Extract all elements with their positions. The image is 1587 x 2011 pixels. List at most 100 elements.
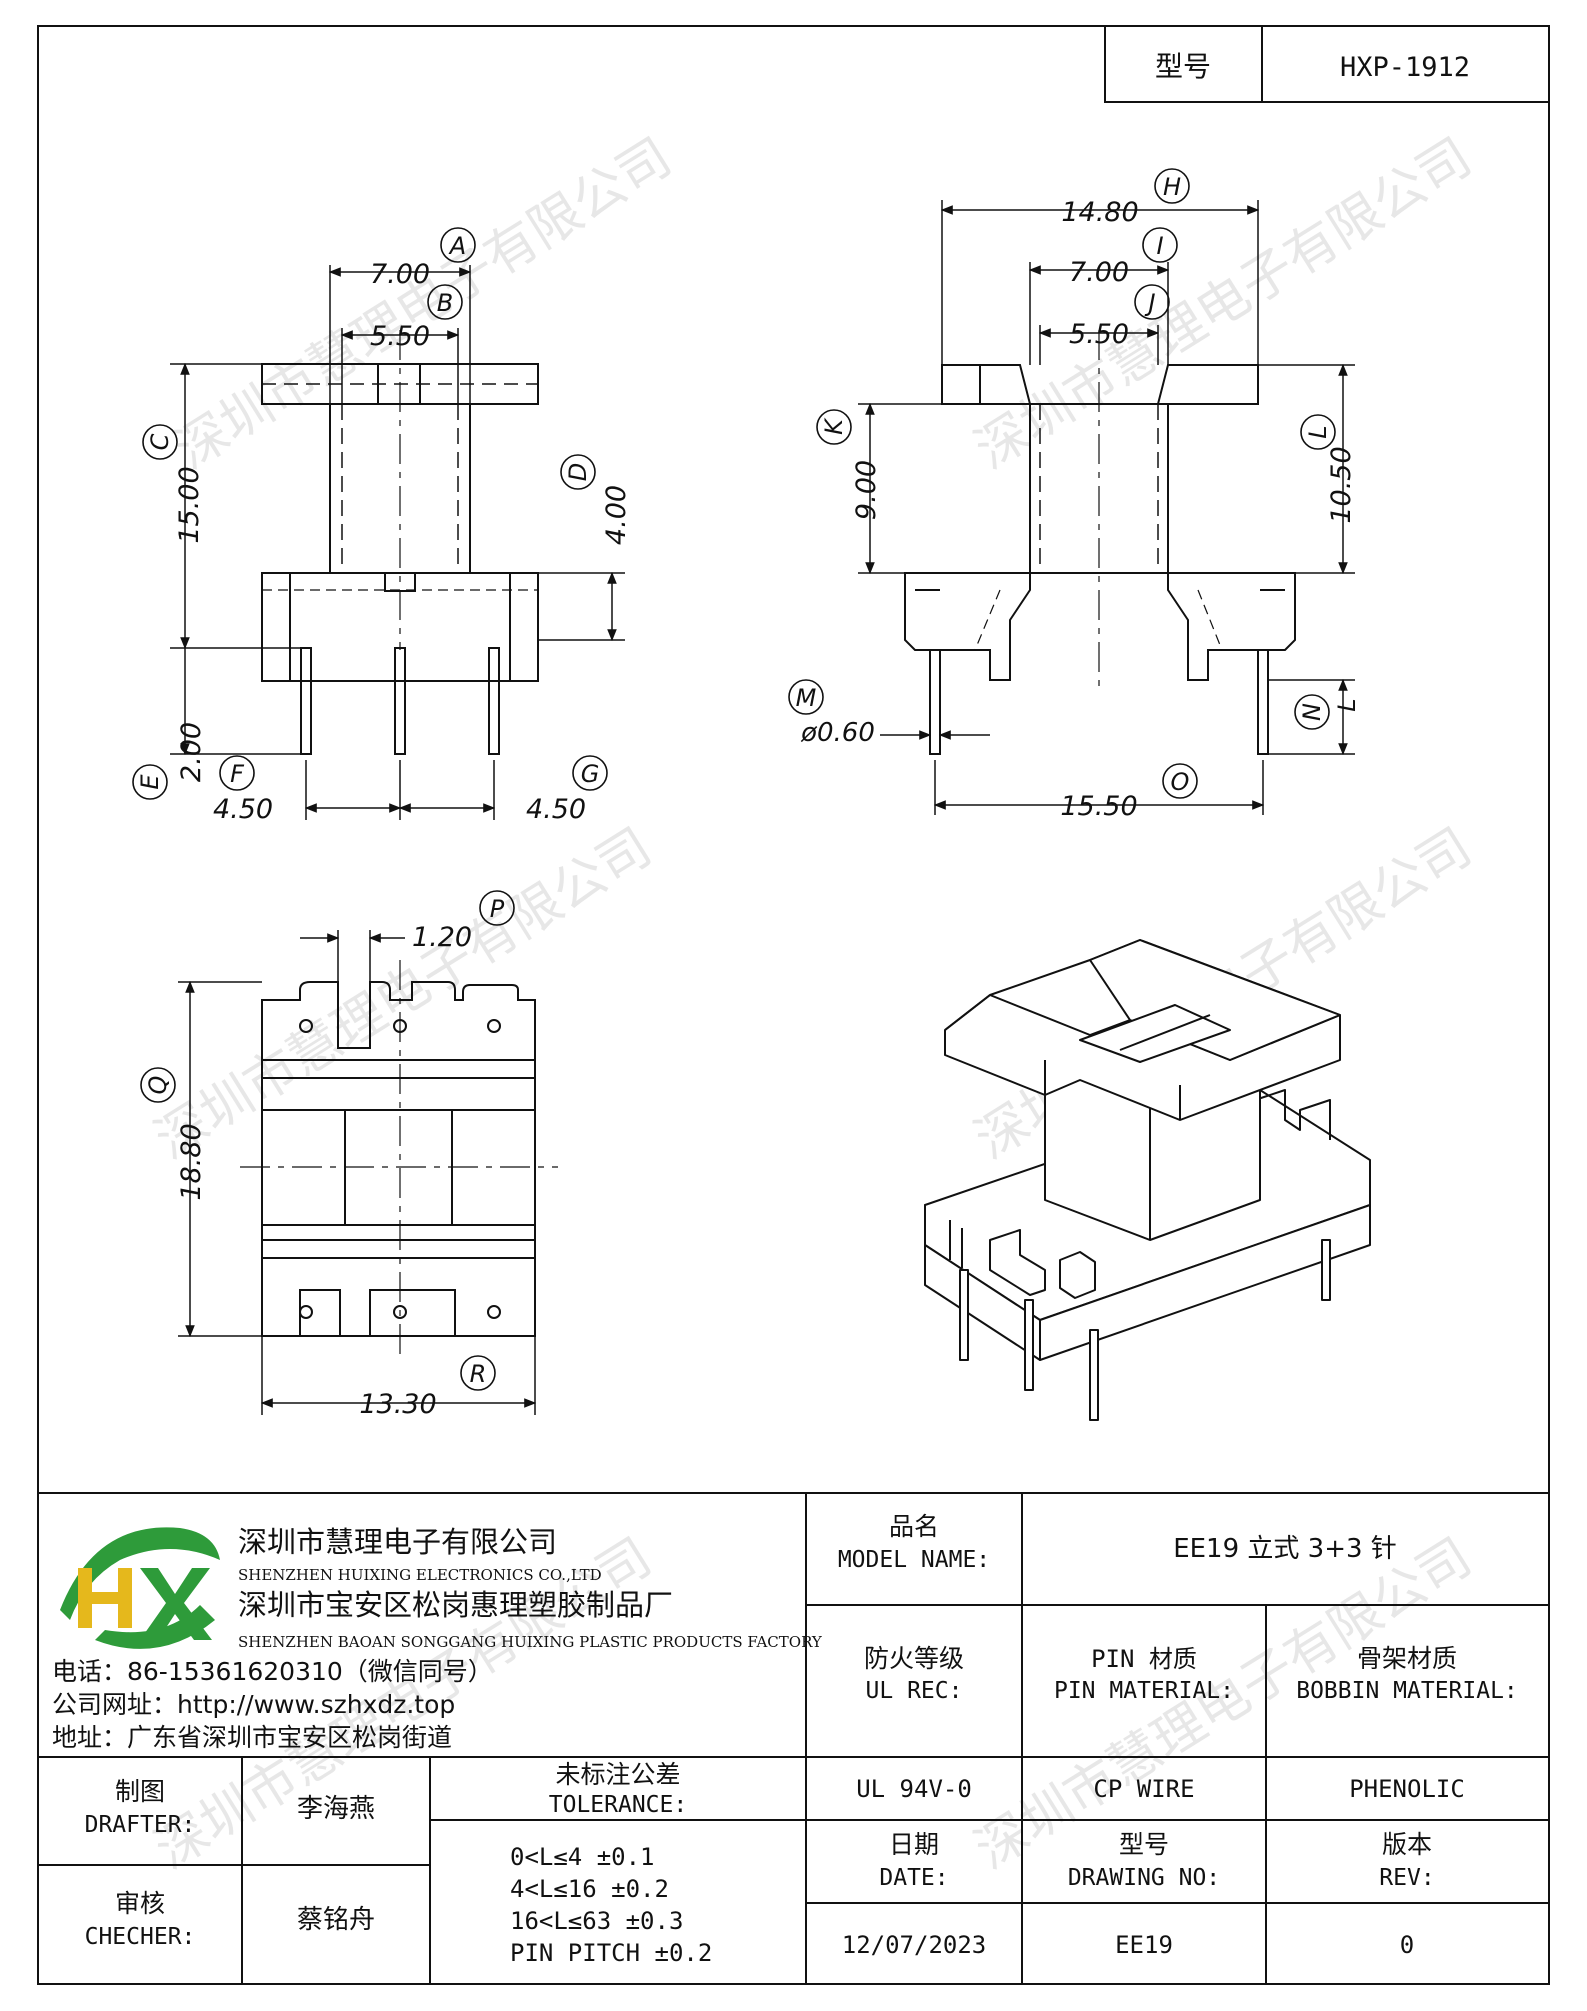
model-name-label-en: MODEL NAME: [838,1547,990,1573]
title-block [38,1492,1549,1984]
tolerance-line: 0<L≤4 ±0.1 [510,1843,655,1871]
ul-label-en: UL REC: [866,1678,963,1704]
watermark: 深圳市慧理电子有限公司 [965,1527,1482,1881]
drafter-label-cn: 制图 [115,1777,165,1806]
date-value: 12/07/2023 [842,1931,987,1959]
company-name-cn: 深圳市慧理电子有限公司 [238,1525,557,1559]
company-logo [60,1527,220,1649]
isometric-view [924,939,1371,1421]
drawing-label-en: DRAWING NO: [1068,1865,1220,1891]
drafter-label-en: DRAFTER: [85,1812,196,1838]
bottom-view-dim-labels: 1.20 18.80 13.30 [176,922,472,1420]
company-website: 公司网址：http://www.szhxdz.top [52,1690,455,1719]
ul-value: UL 94V-0 [856,1775,972,1803]
company-phone: 电话：86-15361620310（微信同号） [52,1657,493,1686]
title-block-fields: 品名 MODEL NAME: EE19 立式 3+3 针 防火等级 UL REC… [85,1512,1518,1967]
rev-label-cn: 版本 [1382,1830,1432,1859]
pin-label-en: PIN MATERIAL: [1054,1678,1234,1704]
dim-h: 14.80 [1061,197,1138,228]
pin-label-cn: PIN 材质 [1091,1645,1197,1673]
marker-q: Q [144,1076,172,1095]
tolerance-line: 4<L≤16 ±0.2 [510,1875,669,1903]
dim-j: 5.50 [1069,319,1129,350]
side-view [904,330,1296,755]
marker-c: C [146,433,174,450]
date-label-en: DATE: [879,1865,948,1891]
marker-j: J [1144,289,1155,317]
dim-d: 4.00 [601,485,632,545]
factory-name-cn: 深圳市宝安区松岗惠理塑胶制品厂 [238,1588,673,1622]
marker-h: H [1163,173,1181,201]
front-view [261,330,539,755]
header-model-label: 型号 [1155,50,1211,83]
marker-e: E [136,774,164,790]
dim-i: 7.00 [1069,257,1129,288]
tolerance-line: 16<L≤63 ±0.3 [510,1907,683,1935]
factory-name-en: SHENZHEN BAOAN SONGGANG HUIXING PLASTIC … [238,1633,823,1651]
dim-b: 5.50 [370,321,430,352]
marker-f: F [230,760,245,788]
sheet-border [37,25,1550,1985]
marker-b: B [437,289,453,317]
side-view-markers: H I J K L M N O [788,168,1336,799]
marker-d: D [564,463,592,481]
checker-name: 蔡铭舟 [297,1905,375,1935]
watermark: 深圳市慧理电子有限公司 [965,127,1482,481]
marker-i: I [1156,232,1163,260]
model-name-value: EE19 立式 3+3 针 [1173,1534,1397,1564]
dim-c: 15.00 [174,466,205,543]
tolerance-label-cn: 未标注公差 [555,1760,680,1789]
dim-n: L [1333,698,1361,711]
bottom-view-dims [178,930,537,1415]
pin-value: CP WIRE [1093,1775,1194,1803]
dim-r: 13.30 [359,1389,436,1420]
watermark: 深圳市慧理电子有限公司 [165,127,682,481]
dim-l: 10.50 [1326,446,1357,523]
checker-label-en: CHECHER: [85,1924,196,1950]
bottom-view-markers: P Q R [140,890,515,1391]
company-name-en: SHENZHEN HUIXING ELECTRONICS CO.,LTD [238,1566,602,1584]
watermark: 深圳市慧理电子有限公司 [145,817,662,1171]
front-view-markers: A B C D E F G [132,227,608,800]
drawing-label-cn: 型号 [1119,1830,1169,1859]
header-model-box: 型号 HXP-1912 [1104,25,1550,103]
bottom-view [240,960,558,1360]
drawing-value: EE19 [1115,1931,1173,1959]
dim-q: 18.80 [176,1123,207,1200]
model-name-label-cn: 品名 [889,1512,939,1541]
date-label-cn: 日期 [889,1830,939,1859]
dim-m: ø0.60 [800,718,875,748]
company-info: 深圳市慧理电子有限公司 SHENZHEN HUIXING ELECTRONICS… [52,1525,823,1752]
bobbin-label-en: BOBBIN MATERIAL: [1296,1678,1518,1704]
tolerance-label-en: TOLERANCE: [549,1792,687,1818]
drafter-name: 李海燕 [297,1794,375,1824]
dim-p: 1.20 [412,922,472,953]
front-view-dim-labels: 7.00 5.50 15.00 4.00 2.00 4.50 4.50 [174,259,632,825]
rev-value: 0 [1400,1931,1414,1959]
company-address: 地址：广东省深圳市宝安区松岗街道 [52,1723,452,1752]
side-view-dim-labels: 14.80 7.00 5.50 9.00 10.50 ø0.60 L 15.50 [800,197,1361,822]
side-view-dims [858,200,1355,815]
bobbin-label-cn: 骨架材质 [1357,1644,1457,1673]
rev-label-en: REV: [1379,1865,1434,1891]
bobbin-value: PHENOLIC [1349,1775,1465,1803]
dim-o: 15.50 [1060,791,1137,822]
checker-label-cn: 审核 [115,1889,165,1918]
dim-f: 4.50 [213,794,273,825]
marker-m: M [796,684,817,712]
dim-k: 9.00 [851,460,882,520]
ul-label-cn: 防火等级 [864,1644,964,1673]
marker-o: O [1171,768,1190,796]
tolerance-line: PIN PITCH ±0.2 [510,1939,712,1967]
marker-g: G [581,760,600,788]
marker-a: A [448,232,466,260]
dim-e: 2.00 [176,722,207,782]
marker-l: L [1304,425,1332,438]
marker-k: K [820,417,848,435]
marker-r: R [470,1360,487,1388]
marker-n: N [1298,703,1326,721]
header-model-value: HXP-1912 [1340,52,1470,83]
front-view-dims [170,265,625,820]
dim-g: 4.50 [526,794,586,825]
